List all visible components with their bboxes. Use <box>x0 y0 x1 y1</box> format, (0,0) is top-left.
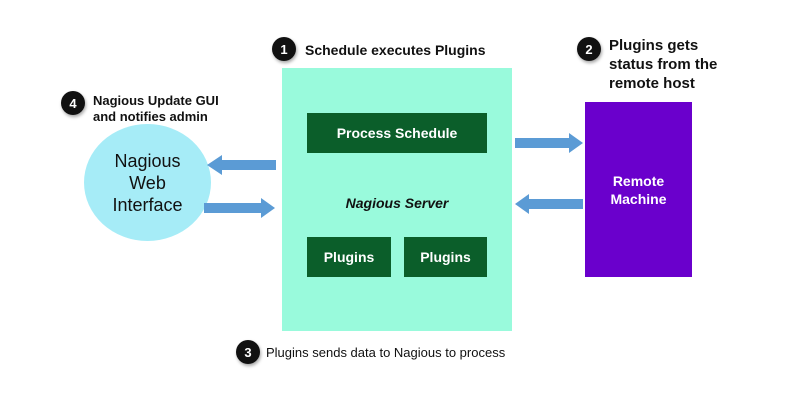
remote-machine-node: Remote Machine <box>585 102 692 277</box>
nagios-server-box <box>282 68 512 331</box>
step-1-badge: 1 <box>272 37 296 61</box>
step-3-label: Plugins sends data to Nagious to process <box>266 345 506 360</box>
step-2-badge: 2 <box>577 37 601 61</box>
remote-machine-line1: Remote <box>612 172 665 189</box>
nagios-server-label: Nagious Server <box>345 195 449 211</box>
step-4-badge: 4 <box>61 91 85 115</box>
arrow-left-icon <box>515 194 583 214</box>
process-schedule-box: Process Schedule <box>307 113 487 153</box>
arrow-right-icon <box>515 133 583 153</box>
web-interface-line2: Web <box>129 172 166 193</box>
plugins-box-2: Plugins <box>404 237 487 277</box>
step-2-label-line1: Plugins gets <box>609 37 699 54</box>
step-2-label: Plugins gets status from the remote host <box>609 36 759 93</box>
web-interface-line1: Nagious <box>114 150 181 171</box>
step-3-badge: 3 <box>236 340 260 364</box>
plugins-box-1: Plugins <box>307 237 391 277</box>
arrow-left-icon <box>207 155 276 175</box>
web-interface-node: Nagious Web Interface <box>84 124 211 241</box>
step-4-label: Nagious Update GUI and notifies admin <box>93 93 263 125</box>
arrow-right-icon <box>204 198 275 218</box>
step-4-label-line2: and notifies admin <box>93 109 208 124</box>
step-2-label-line2: status from the <box>609 56 718 73</box>
step-2-label-line3: remote host <box>609 75 695 92</box>
remote-machine-line2: Machine <box>610 190 667 207</box>
step-4-label-line1: Nagious Update GUI <box>93 93 219 108</box>
step-1-label: Schedule executes Plugins <box>305 42 486 58</box>
web-interface-line3: Interface <box>112 194 183 215</box>
